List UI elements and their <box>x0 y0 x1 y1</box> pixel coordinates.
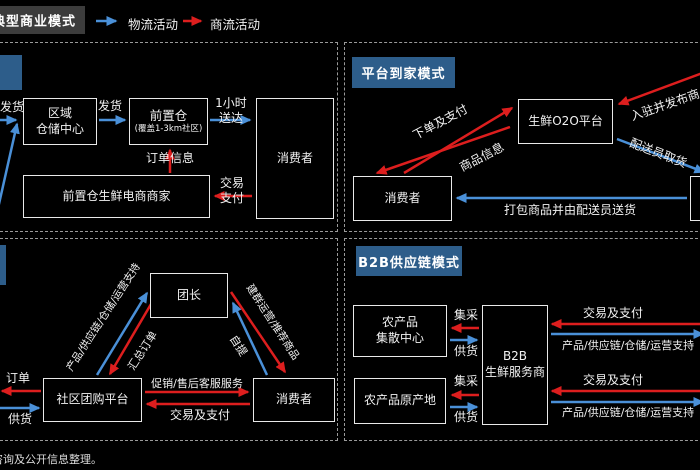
quadrant-frame-top-right <box>344 42 700 232</box>
label-ship-mid: 发货 <box>98 99 123 113</box>
arrow-support-to-leader <box>95 291 149 376</box>
label-pack-deliver: 打包商品并由配送员送货 <box>503 203 636 217</box>
box-regional-warehouse: 区域 仓储中心 <box>23 98 97 145</box>
label-support-2: 产品/供应链/仓储/运营支持 <box>562 406 695 419</box>
legend-commerce-label: 商流活动 <box>210 17 261 32</box>
label-support-1: 产品/供应链/仓储/运营支持 <box>562 339 695 352</box>
label-promo-service: 促销/售后客服服务 <box>151 377 243 390</box>
arrow-self-pickup <box>231 301 269 376</box>
arrow-aggregate-orders <box>108 298 156 376</box>
label-procure-2: 集采 <box>453 374 478 388</box>
box-front-warehouse: 前置仓 (覆盖1-3km社区) <box>129 98 208 145</box>
label-deliver-1h: 1小时 送达 <box>215 96 247 125</box>
quadrant-frame-bottom-left <box>0 238 338 441</box>
box-consumer-community: 消费者 <box>253 378 335 422</box>
quadrant-frame-bottom-right <box>344 238 700 441</box>
section-title-b2b: B2B供应链模式 <box>356 246 462 276</box>
source-note: 咨询及公开信息整理。 <box>0 453 102 466</box>
front-warehouse-sublabel: (覆盖1-3km社区) <box>134 124 203 135</box>
arrow-courier-pickup <box>616 137 700 174</box>
label-trade-pay: 交易 支付 <box>219 176 244 205</box>
main-title-box: 典型商业模式 <box>0 6 85 34</box>
section-title-platform-home: 平台到家模式 <box>352 57 455 88</box>
box-b2b-provider: B2B 生鲜服务商 <box>482 305 548 425</box>
box-agri-origin: 农产品原产地 <box>354 378 446 424</box>
box-agri-distribution-center: 农产品 集散中心 <box>353 305 447 357</box>
label-trade-pay-community: 交易及支付 <box>169 408 230 422</box>
arrow-ship-diagonal <box>0 122 20 206</box>
main-title: 典型商业模式 <box>0 14 77 30</box>
section-title-front-warehouse-cut <box>0 55 22 90</box>
label-order-info: 订单信息 <box>146 151 195 165</box>
label-trade-pay-1: 交易及支付 <box>582 306 643 320</box>
label-supply-in: 供货 <box>8 412 33 426</box>
box-consumer-platform-home: 消费者 <box>353 176 452 221</box>
quadrant-frame-top-left <box>0 42 338 232</box>
section-title-community-group-cut <box>0 245 6 285</box>
box-front-warehouse-merchant: 前置仓生鲜电商商家 <box>23 175 210 218</box>
front-warehouse-label: 前置仓 <box>149 107 188 123</box>
box-merchant-cut <box>690 176 700 221</box>
arrow-join-publish <box>617 72 700 106</box>
box-consumer-front-warehouse: 消费者 <box>256 98 334 219</box>
label-supply-2: 供货 <box>453 410 478 424</box>
label-trade-pay-2: 交易及支付 <box>582 373 643 387</box>
box-group-leader: 团长 <box>150 273 228 318</box>
label-procure-1: 集采 <box>453 308 478 322</box>
label-order-out: 订单 <box>6 371 31 385</box>
legend-logistics-label: 物流活动 <box>128 17 179 32</box>
label-ship-left: 发货 <box>0 100 25 114</box>
label-supply-1: 供货 <box>453 344 478 358</box>
box-community-platform: 社区团购平台 <box>43 378 142 422</box>
arrow-product-info <box>375 125 511 175</box>
arrow-order-and-pay <box>403 106 514 175</box>
box-o2o-platform: 生鲜O2O平台 <box>518 99 613 144</box>
